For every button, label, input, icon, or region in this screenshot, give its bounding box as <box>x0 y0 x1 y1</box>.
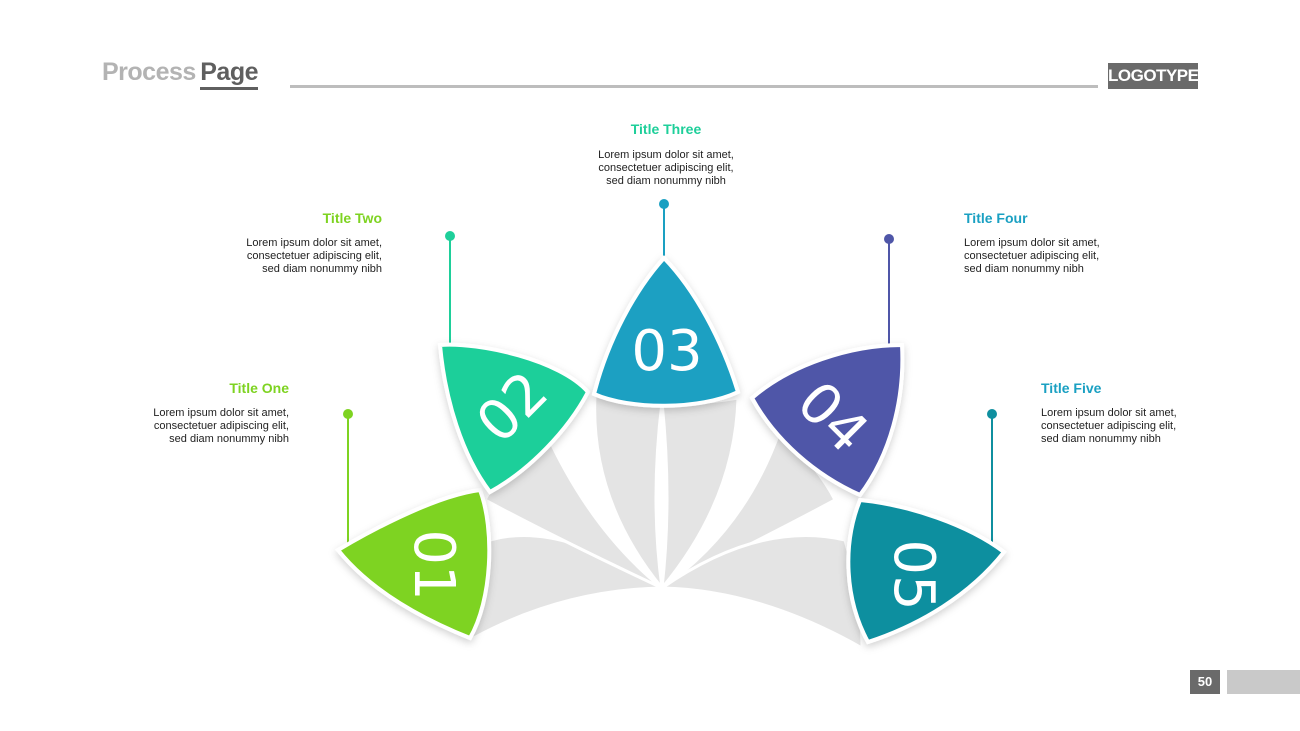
step-description-2-line: sed diam nonummy nibh <box>262 263 382 275</box>
connector-dot-1 <box>343 409 353 419</box>
step-description-1-line: Lorem ipsum dolor sit amet, <box>153 407 289 419</box>
step-description-2-line: Lorem ipsum dolor sit amet, <box>246 237 382 249</box>
step-description-3-line: Lorem ipsum dolor sit amet, <box>598 149 734 161</box>
step-number-3: 03 <box>631 319 702 384</box>
step-description-5: Lorem ipsum dolor sit amet, consectetuer… <box>1041 407 1241 446</box>
header-divider <box>290 85 1098 88</box>
grey-petal-1 <box>468 533 667 643</box>
step-number-1: 01 <box>401 529 466 600</box>
step-description-2: Lorem ipsum dolor sit amet, consectetuer… <box>182 237 382 276</box>
step-description-1-line: sed diam nonummy nibh <box>169 433 289 445</box>
page-title-part2: Page <box>200 58 259 90</box>
step-description-4: Lorem ipsum dolor sit amet, consectetuer… <box>964 237 1164 276</box>
step-description-5-line: consectetuer adipiscing elit, <box>1041 420 1177 432</box>
connector-dot-5 <box>987 409 997 419</box>
logo: LOGOTYPE <box>1108 63 1199 89</box>
grey-petal-6 <box>657 534 864 651</box>
step-petal-5 <box>846 497 1007 645</box>
step-title-3: Title Three <box>630 121 702 137</box>
page-number-bar <box>1227 670 1300 694</box>
step-description-4-line: consectetuer adipiscing elit, <box>964 250 1100 262</box>
step-description-4-line: Lorem ipsum dolor sit amet, <box>964 237 1100 249</box>
step-description-4-line: sed diam nonummy nibh <box>964 263 1084 275</box>
step-title-5: Title Five <box>1041 380 1102 396</box>
step-number-5: 05 <box>881 539 946 610</box>
step-description-2-line: consectetuer adipiscing elit, <box>246 250 382 262</box>
step-description-1-line: consectetuer adipiscing elit, <box>153 420 289 432</box>
step-description-3: Lorem ipsum dolor sit amet, consectetuer… <box>566 149 766 188</box>
step-petal-1 <box>335 487 492 641</box>
step-title-4: Title Four <box>964 210 1028 226</box>
step-description-3-line: consectetuer adipiscing elit, <box>598 162 734 174</box>
page-header: Process Page <box>102 58 259 90</box>
step-title-1: Title One <box>229 380 289 396</box>
step-petal-2 <box>437 342 591 495</box>
connector-dot-4 <box>884 234 894 244</box>
step-description-5-line: Lorem ipsum dolor sit amet, <box>1041 407 1177 419</box>
grey-petals <box>468 393 864 651</box>
page-title-part1: Process <box>102 58 196 86</box>
step-petal-4 <box>749 342 905 498</box>
step-description-5-line: sed diam nonummy nibh <box>1041 433 1161 445</box>
step-title-2: Title Two <box>322 210 382 226</box>
connectors <box>343 199 997 548</box>
step-petal-3 <box>591 255 741 408</box>
page-number: 50 <box>1190 670 1220 694</box>
connector-dot-3 <box>659 199 669 209</box>
connector-dot-2 <box>445 231 455 241</box>
step-description-1: Lorem ipsum dolor sit amet, consectetuer… <box>89 407 289 446</box>
step-description-3-line: sed diam nonummy nibh <box>606 175 726 187</box>
